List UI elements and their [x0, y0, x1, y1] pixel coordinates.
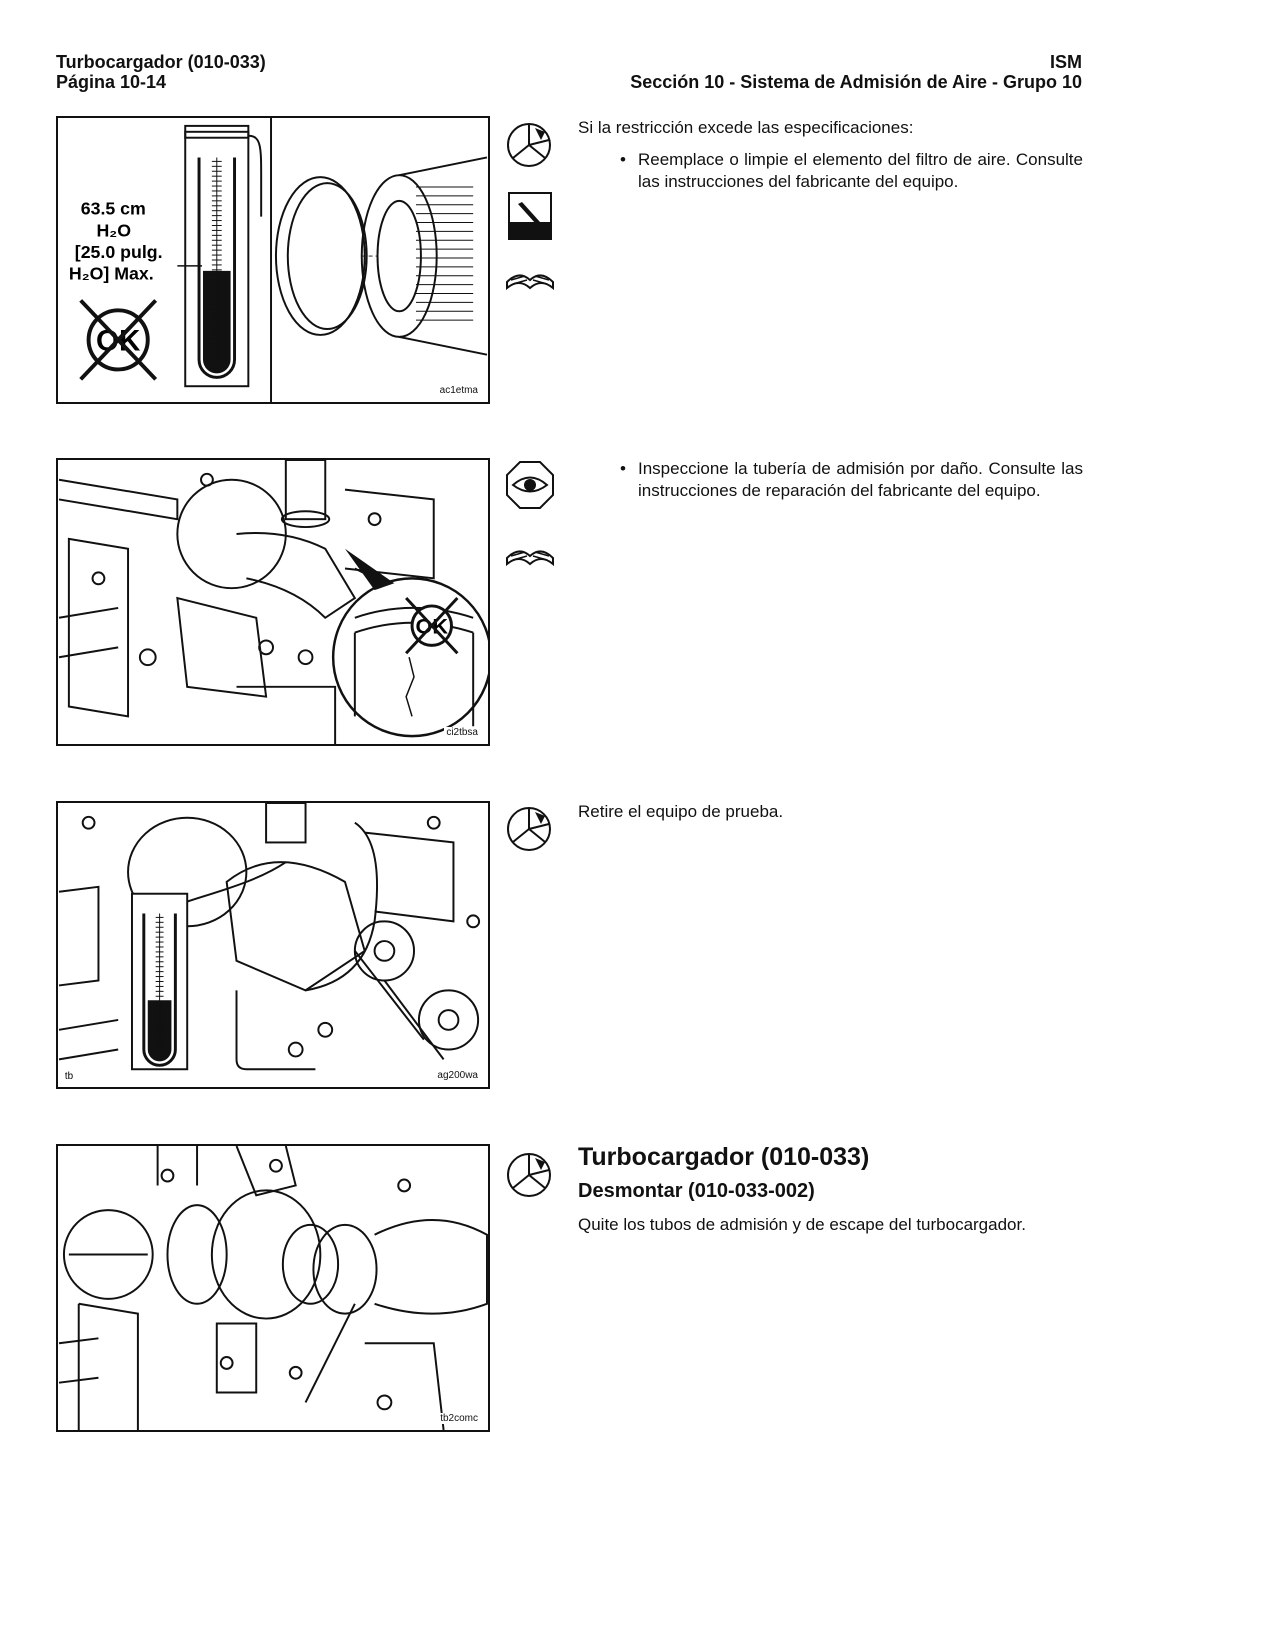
page-header-right: ISM Sección 10 - Sistema de Admisión de … [630, 52, 1082, 92]
figure-intake-piping: OK ci2tbsa [56, 458, 490, 746]
figure-label-line4: H₂O] Max. [69, 264, 154, 284]
turbocharger-removal-illustration [58, 1146, 488, 1430]
step-4-instruction: Quite los tubos de admisión y de escape … [578, 1215, 1026, 1234]
step-2-text: Inspeccione la tubería de admisión por d… [578, 458, 1083, 502]
figure-label-line2: H₂O [96, 220, 131, 240]
procedure-subtitle: Desmontar (010-033-002) [578, 1180, 815, 1202]
remove-test-equipment-illustration: tb [58, 803, 481, 1082]
not-ok-icon: OK [405, 597, 459, 655]
procedure-title: Turbocargador (010-033) [578, 1143, 870, 1171]
figure-code: tb2comc [438, 1413, 480, 1424]
measure-icon [505, 120, 555, 170]
engine-model: ISM [1049, 52, 1082, 72]
figure-code: ci2tbsa [444, 727, 480, 738]
page-number: Página 10-14 [56, 72, 167, 92]
not-ok-icon: OK [79, 299, 158, 381]
step-1-intro: Si la restricción excede las especificac… [578, 118, 914, 137]
measure-icon [505, 1150, 555, 1200]
step-1-text: Si la restricción excede las especificac… [578, 117, 1083, 193]
step-2-bullet: Inspeccione la tubería de admisión por d… [578, 458, 1083, 502]
figure-corner-mark: tb [65, 1071, 74, 1082]
inspect-icon [505, 460, 555, 510]
figure-turbocharger-removal: tb2comc [56, 1144, 490, 1432]
figure-label-line1: 63.5 cm [81, 199, 146, 219]
measure-icon [505, 804, 555, 854]
manual-icon [505, 538, 555, 572]
manometer-filter-illustration: 63.5 cm H₂O [25.0 pulg. H₂O] Max. OK [69, 118, 488, 402]
section-title: Turbocargador (010-033) [56, 52, 266, 72]
step-1-bullet: Reemplace o limpie el elemento del filtr… [578, 149, 1083, 193]
step-3-instruction: Retire el equipo de prueba. [578, 802, 784, 821]
step-3-text: Retire el equipo de prueba. [578, 801, 1083, 823]
figure-remove-test-equipment: tb ag200wa [56, 801, 490, 1089]
step-4-text: Turbocargador (010-033) Desmontar (010-0… [578, 1142, 1083, 1236]
figure-code: ag200wa [435, 1070, 480, 1081]
manual-icon [505, 262, 555, 296]
page-header-left: Turbocargador (010-033) Página 10-14 [56, 52, 266, 92]
figure-label-line3: [25.0 pulg. [75, 242, 163, 262]
replace-icon [508, 192, 552, 240]
intake-piping-illustration: OK [58, 460, 488, 744]
figure-code: ac1etma [437, 385, 480, 396]
section-name: Sección 10 - Sistema de Admisión de Aire… [630, 72, 1082, 92]
figure-manometer-filter: 63.5 cm H₂O [25.0 pulg. H₂O] Max. OK ac1… [56, 116, 490, 404]
